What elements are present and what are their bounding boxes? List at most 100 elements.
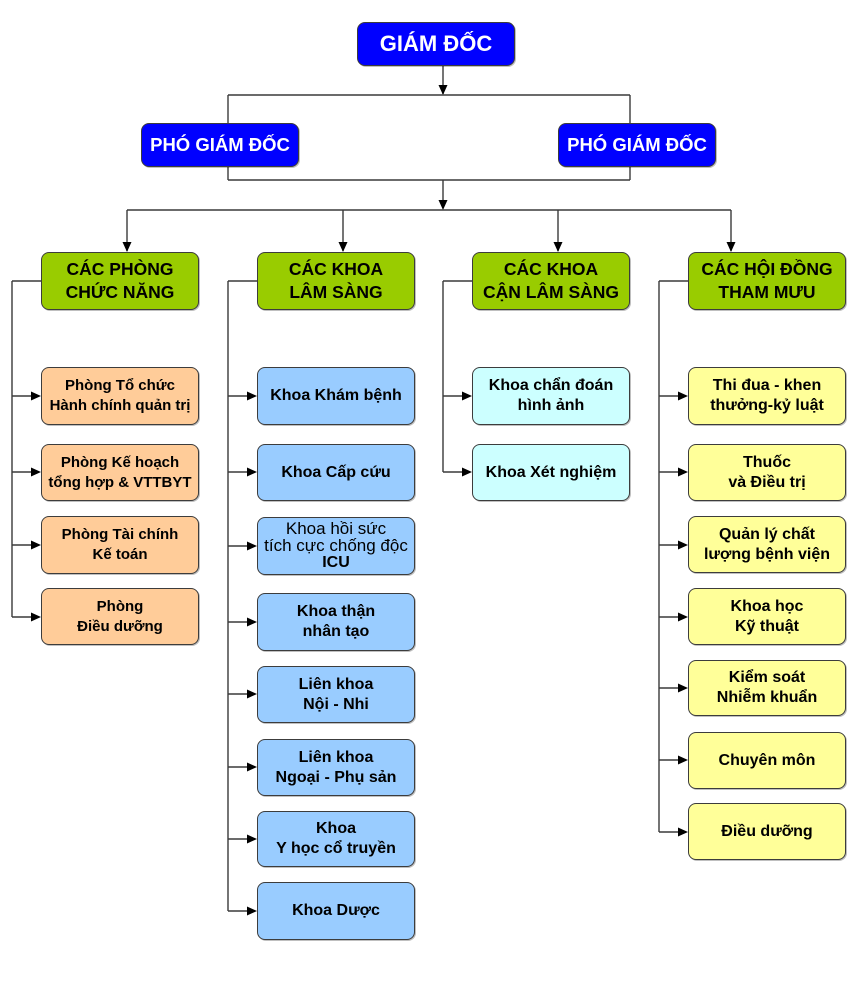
- box-line: Khoa Khám bệnh: [270, 387, 402, 404]
- box-line: Điều dưỡng: [77, 617, 163, 635]
- clinical-department-box: Khoa Dược: [257, 882, 415, 940]
- council-box: Chuyên môn: [688, 732, 846, 789]
- child-arrow-icon: [247, 391, 257, 401]
- deputy-director-box-left: PHÓ GIÁM ĐỐC: [141, 123, 299, 167]
- council-box: Điều dưỡng: [688, 803, 846, 860]
- box-line: Chuyên môn: [718, 751, 816, 769]
- box-line: Thuốc: [743, 453, 791, 471]
- box-line: Thi đua - khen: [712, 377, 822, 394]
- box-line: Liên khoa: [298, 748, 374, 766]
- box-line: lượng bệnh viện: [703, 545, 831, 563]
- group-functional-offices: CÁC PHÒNG CHỨC NĂNG: [41, 252, 199, 310]
- child-arrow-icon: [247, 467, 257, 477]
- box-line: hình ảnh: [517, 397, 585, 414]
- child-arrow-icon: [247, 834, 257, 844]
- child-arrow-icon: [247, 541, 257, 551]
- child-arrow-icon: [31, 540, 41, 550]
- group-title-line: CHỨC NĂNG: [65, 282, 175, 302]
- child-arrow-icon: [247, 762, 257, 772]
- child-arrow-icon: [31, 612, 41, 622]
- box-line: Khoa học: [730, 597, 804, 615]
- clinical-department-box: Khoa Cấp cứu: [257, 444, 415, 501]
- group-title-line: CÁC PHÒNG: [66, 259, 174, 279]
- group-title-line: CÁC HỘI ĐỒNG: [701, 259, 833, 279]
- box-line: Kỹ thuật: [735, 617, 799, 635]
- council-box: Kiểm soát Nhiễm khuẩn: [688, 660, 846, 716]
- box-line: Phòng Tài chính: [61, 526, 179, 543]
- clinical-department-box: Khoa Y học cổ truyền: [257, 811, 415, 867]
- box-line: Phòng Tổ chức: [64, 377, 176, 394]
- child-arrow-icon: [678, 683, 688, 693]
- box-line: nhân tạo: [302, 623, 370, 640]
- council-box: Thi đua - khen thưởng-kỷ luật: [688, 367, 846, 425]
- office-box: Phòng Kế hoạch tổng hợp & VTTBYT: [41, 444, 199, 501]
- box-line: Y học cổ truyền: [276, 840, 396, 857]
- clinical-department-box: Khoa thận nhân tạo: [257, 593, 415, 651]
- box-line: Khoa chẩn đoán: [488, 377, 614, 394]
- group-advisory-councils: CÁC HỘI ĐỒNG THAM MƯU: [688, 252, 846, 310]
- box-line: Hành chính quản trị: [49, 397, 191, 414]
- child-arrow-icon: [678, 827, 688, 837]
- deputy-director-label: PHÓ GIÁM ĐỐC: [150, 134, 290, 155]
- box-line: Khoa hồi sức: [285, 519, 387, 538]
- group-paraclinical-departments: CÁC KHOA CẬN LÂM SÀNG: [472, 252, 630, 310]
- box-line: Phòng: [96, 597, 144, 615]
- group-title-line: CÁC KHOA: [503, 259, 599, 279]
- group-title-line: CÁC KHOA: [288, 259, 384, 279]
- box-line: và Điều trị: [728, 473, 806, 491]
- child-arrow-icon: [247, 617, 257, 627]
- child-arrow-icon: [678, 755, 688, 765]
- council-box: Quản lý chất lượng bệnh viện: [688, 516, 846, 573]
- box-line: Ngoại - Phụ sản: [275, 768, 397, 786]
- box-line: Khoa: [316, 820, 356, 837]
- box-line: Kiểm soát: [728, 669, 806, 686]
- paraclinical-department-box: Khoa Xét nghiệm: [472, 444, 630, 501]
- child-arrow-icon: [462, 467, 472, 477]
- child-arrow-icon: [678, 391, 688, 401]
- box-line: Phòng Kế hoạch: [60, 453, 180, 471]
- director-box: GIÁM ĐỐC: [357, 22, 515, 66]
- child-arrow-icon: [462, 391, 472, 401]
- clinical-department-box: Liên khoa Ngoại - Phụ sản: [257, 739, 415, 796]
- director-label: GIÁM ĐỐC: [379, 31, 493, 56]
- group-title-line: LÂM SÀNG: [289, 282, 383, 302]
- box-line: tổng hợp & VTTBYT: [48, 473, 192, 491]
- child-arrow-icon: [247, 689, 257, 699]
- box-line: thưởng-kỷ luật: [710, 397, 824, 414]
- group-clinical-departments: CÁC KHOA LÂM SÀNG: [257, 252, 415, 310]
- clinical-department-box: Khoa Khám bệnh: [257, 367, 415, 425]
- deputy-director-label: PHÓ GIÁM ĐỐC: [567, 134, 707, 155]
- box-line-emphasis: ICU: [322, 554, 350, 571]
- paraclinical-department-box: Khoa chẩn đoán hình ảnh: [472, 367, 630, 425]
- box-line: Quản lý chất: [718, 525, 816, 543]
- clinical-department-box: Liên khoa Nội - Nhi: [257, 666, 415, 723]
- box-line: Khoa Cấp cứu: [281, 463, 391, 481]
- child-arrow-icon: [678, 540, 688, 550]
- box-line: Nội - Nhi: [303, 695, 369, 713]
- child-arrow-icon: [31, 391, 41, 401]
- group-arrow-icon: [338, 242, 348, 252]
- group-title-line: THAM MƯU: [718, 282, 816, 302]
- box-line: Điều dưỡng: [721, 822, 813, 840]
- director-arrow-icon: [438, 85, 448, 95]
- deputy-director-box-right: PHÓ GIÁM ĐỐC: [558, 123, 716, 167]
- office-box: Phòng Tổ chức Hành chính quản trị: [41, 367, 199, 425]
- council-box: Thuốc và Điều trị: [688, 444, 846, 501]
- council-box: Khoa học Kỹ thuật: [688, 588, 846, 645]
- group-arrow-icon: [726, 242, 736, 252]
- group-title-line: CẬN LÂM SÀNG: [482, 282, 620, 302]
- box-line: Kế toán: [92, 546, 148, 563]
- box-line: Khoa Dược: [292, 902, 380, 919]
- office-box: Phòng Tài chính Kế toán: [41, 516, 199, 574]
- office-box: Phòng Điều dưỡng: [41, 588, 199, 645]
- child-arrow-icon: [678, 467, 688, 477]
- box-line: Liên khoa: [298, 675, 374, 693]
- box-line: Khoa Xét nghiệm: [485, 463, 617, 481]
- clinical-department-box-icu: Khoa hồi sức tích cực chống độc ICU: [257, 517, 415, 575]
- child-arrow-icon: [678, 612, 688, 622]
- child-arrow-icon: [31, 467, 41, 477]
- group-arrow-icon: [122, 242, 132, 252]
- child-arrow-icon: [247, 906, 257, 916]
- box-line: tích cực chống độc: [264, 536, 408, 555]
